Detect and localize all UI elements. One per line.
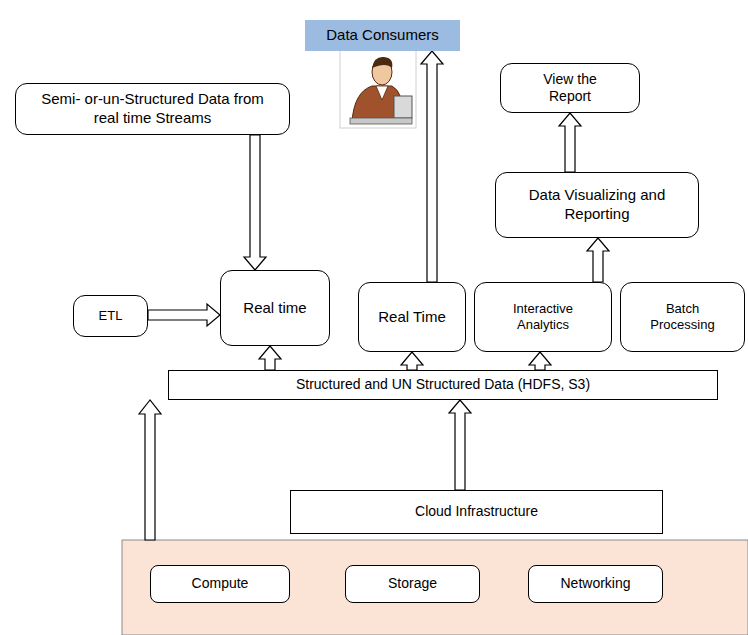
node-text: Compute	[192, 575, 249, 593]
process-box: Interactive Analytics	[474, 282, 612, 352]
node-text: Data Visualizing and Reporting	[507, 186, 687, 224]
node-text: Real Time	[378, 308, 446, 327]
process-box: Data Visualizing and Reporting	[495, 172, 699, 238]
block-arrow	[587, 238, 609, 282]
block-arrow	[139, 400, 161, 540]
storage-layer: Structured and UN Structured Data (HDFS,…	[168, 370, 718, 400]
node-text: Data Consumers	[326, 26, 439, 45]
resource-box: Storage	[345, 565, 480, 603]
block-arrow	[244, 135, 266, 270]
hardware-band	[122, 540, 748, 635]
node-text: Batch Processing	[633, 301, 733, 334]
process-box: View the Report	[500, 63, 640, 113]
block-arrow	[559, 113, 581, 172]
person-at-computer	[340, 48, 416, 128]
resource-box: Compute	[150, 565, 290, 603]
process-box: ETL	[73, 295, 148, 337]
node-text: Semi- or-un-Structured Data from real ti…	[28, 90, 278, 128]
block-arrow	[148, 304, 220, 326]
block-arrow	[449, 400, 471, 490]
node-text: ETL	[99, 308, 123, 324]
block-arrow	[421, 51, 443, 282]
node-text: Networking	[560, 575, 630, 593]
consumer-banner: Data Consumers	[305, 20, 460, 51]
node-text: Structured and UN Structured Data (HDFS,…	[296, 376, 590, 394]
node-text: Storage	[388, 575, 437, 593]
process-box: Batch Processing	[620, 282, 745, 352]
resource-box: Networking	[528, 565, 663, 603]
block-arrow	[529, 352, 551, 370]
node-text: Interactive Analytics	[488, 301, 598, 334]
process-box: Real Time	[358, 282, 466, 352]
block-arrow	[401, 352, 423, 370]
block-arrow	[259, 346, 281, 370]
node-text: Cloud Infrastructure	[415, 503, 538, 521]
infrastructure-box: Cloud Infrastructure	[290, 490, 663, 534]
process-box: Semi- or-un-Structured Data from real ti…	[15, 83, 290, 135]
node-text: View the Report	[530, 71, 610, 106]
node-text: Real time	[243, 299, 306, 318]
process-box: Real time	[220, 270, 330, 346]
